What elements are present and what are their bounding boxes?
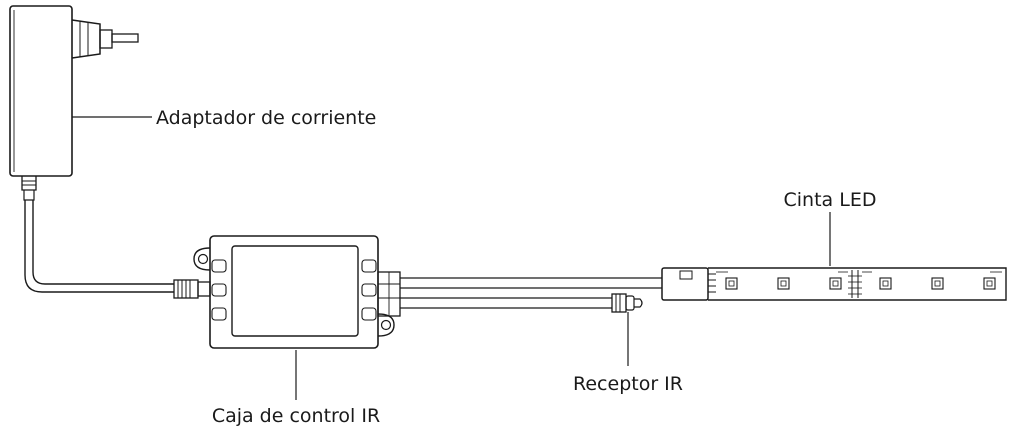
led-chip	[983, 277, 996, 290]
label-ir-control-box: Caja de control IR	[212, 405, 380, 427]
power-adapter	[9, 5, 139, 201]
power-cable	[24, 200, 174, 293]
led-chip	[829, 277, 842, 290]
dc-plug	[173, 279, 211, 299]
cut-mark	[848, 270, 862, 298]
label-led-strip: Cinta LED	[784, 189, 877, 211]
led-strip	[661, 267, 1007, 301]
led-strip-cable	[400, 277, 662, 289]
ir-receiver	[611, 293, 643, 313]
led-chip	[879, 277, 892, 290]
led-chip	[931, 277, 944, 290]
label-ir-receiver: Receptor IR	[573, 373, 683, 395]
label-power-adapter: Adaptador de corriente	[156, 107, 376, 129]
led-chip	[725, 277, 738, 290]
ir-receiver-cable	[400, 297, 612, 309]
ir-control-box	[193, 235, 401, 349]
led-chip	[777, 277, 790, 290]
